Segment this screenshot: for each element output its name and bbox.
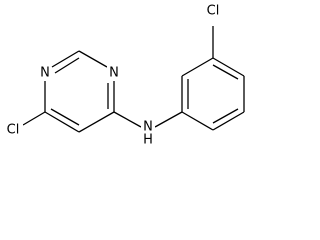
bond-c4-nh	[113, 111, 142, 128]
bond-n1-c2	[51, 50, 80, 68]
bond-c2p-c3p	[181, 57, 214, 77]
atom-label-n-left: N	[38, 66, 51, 81]
bond-nh-phenyl	[154, 111, 183, 128]
bond-c6p-c1p	[181, 111, 214, 131]
atom-label-nh: N H	[141, 120, 155, 148]
chemical-structure-diagram: N N Cl N H Cl	[3, 4, 245, 148]
bond-c5-c6	[44, 111, 80, 133]
bond-c5p-c6p-double	[212, 108, 239, 124]
atom-label-cl-pyrimidine: Cl	[3, 123, 23, 138]
atom-label-cl-phenyl: Cl	[203, 4, 223, 19]
bond-c2-n3	[78, 50, 108, 68]
bond-c5-c6-double	[50, 108, 80, 126]
atom-label-n-top: N	[107, 66, 120, 81]
nitrogen-atom-label: N	[40, 66, 50, 81]
pyrimidine-ring	[44, 50, 115, 133]
nitrogen-atom-label: N	[143, 120, 153, 135]
hydrogen-atom-label: H	[143, 133, 153, 148]
chlorine-atom-label: Cl	[7, 123, 20, 138]
bond-c4-c5	[78, 111, 115, 133]
bond-n1-c2-double	[54, 57, 80, 74]
phenyl-ring	[181, 57, 245, 131]
chlorine-atom-label: Cl	[207, 4, 220, 19]
bond-c6-cl	[22, 111, 46, 126]
bond-c3p-c4p-double	[212, 64, 239, 80]
nitrogen-atom-label: N	[109, 66, 119, 81]
bond-c5p-c6p	[212, 111, 245, 131]
bond-c3p-c4p	[212, 57, 245, 77]
